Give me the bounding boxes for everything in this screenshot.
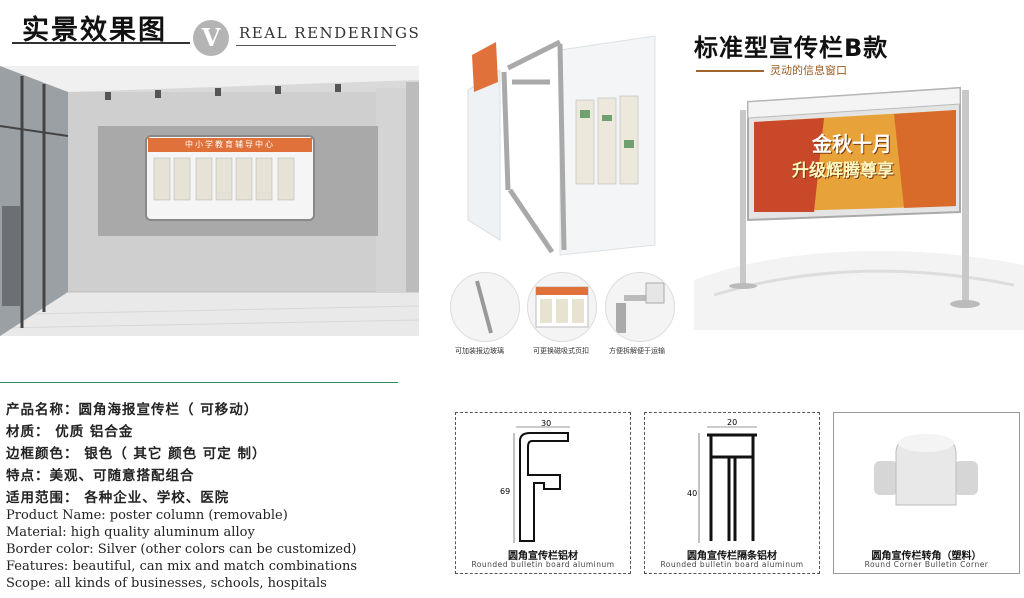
v-badge-icon: V — [193, 20, 229, 56]
disassembly-detail-image — [605, 272, 675, 342]
profile-box-corner: 圆角宣传栏转角（塑料） Round Corner Bulletin Corner — [833, 412, 1020, 574]
profile-frame-caption-cn: 圆角宣传栏铝材 — [508, 551, 578, 562]
exploded-view-image — [440, 20, 680, 265]
product-subtitle: 灵动的信息窗口 — [770, 64, 847, 77]
spec-cn-color: 边框颜色： 银色（ 其它 颜色 可定 制） — [6, 446, 267, 462]
product-rendering-image: 金秋十月 升级辉腾尊享 — [694, 80, 1024, 330]
title-en-underline — [236, 45, 396, 46]
profile-divider-height: 40 — [687, 489, 698, 498]
section-title-en: REAL RENDERINGS — [239, 24, 421, 42]
glass-detail-illustration — [475, 280, 493, 334]
profile-frame-caption-en: Rounded bulletin board aluminum — [471, 560, 615, 569]
profile-divider-width: 20 — [727, 418, 738, 427]
detail-caption-1: 可加装报边玻璃 — [455, 347, 504, 355]
poster-line-1: 金秋十月 — [812, 132, 892, 156]
glass-detail-image — [450, 272, 520, 342]
spec-cn-scope: 适用范围： 各种企业、学校、医院 — [6, 490, 230, 506]
profile-frame-height: 69 — [500, 487, 511, 496]
disassembly-illustration — [616, 282, 665, 333]
corner-piece-drawing — [874, 434, 978, 506]
spec-en-color: Border color: Silver (other colors can b… — [6, 542, 357, 557]
board-header-text: 中小学教育辅导中心 — [185, 140, 275, 149]
spec-cn-material: 材质： 优质 铝合金 — [6, 424, 134, 440]
spec-en-features: Features: beautiful, can mix and match c… — [6, 559, 358, 574]
specs-divider — [0, 382, 398, 383]
profile-frame-width: 30 — [541, 419, 552, 428]
profile-divider-caption-cn: 圆角宣传栏隔条铝材 — [687, 551, 777, 562]
profile-corner-caption-cn: 圆角宣传栏转角（塑料） — [871, 551, 982, 562]
room-illustration — [0, 66, 419, 336]
product-title-underline — [696, 70, 764, 72]
poster-line-2: 升级辉腾尊享 — [792, 161, 894, 181]
bulletin-stand-illustration — [694, 86, 1024, 330]
spec-en-material: Material: high quality aluminum alloy — [6, 525, 255, 540]
profile-divider-caption-en: Rounded bulletin board aluminum — [660, 560, 804, 569]
spec-en-name: Product Name: poster column (removable) — [6, 508, 288, 523]
detail-caption-3: 方便拆解便于运输 — [609, 347, 665, 355]
product-title: 标准型宣传栏B款 — [694, 34, 889, 62]
exploded-frame-illustration — [467, 35, 656, 256]
divider-profile-drawing — [698, 426, 757, 543]
spec-cn-features: 特点：美观、可随意搭配组合 — [6, 468, 195, 484]
profile-box-frame: 30 69 圆角宣传栏铝材 Rounded bulletin board alu… — [455, 412, 631, 574]
detail-caption-2: 可更换磁吸式页扣 — [533, 347, 589, 355]
title-underline — [12, 42, 190, 44]
frame-profile-drawing — [513, 426, 570, 543]
spec-cn-name: 产品名称：圆角海报宣传栏（ 可移动） — [6, 402, 259, 418]
profile-corner-caption-en: Round Corner Bulletin Corner — [864, 560, 989, 569]
page-clip-detail-image — [527, 272, 597, 342]
room-rendering-image: 中小学教育辅导中心 — [0, 66, 419, 336]
profile-box-divider: 20 40 圆角宣传栏隔条铝材 Rounded bulletin board a… — [644, 412, 820, 574]
page-clip-illustration — [535, 286, 589, 328]
section-title-cn: 实景效果图 — [22, 15, 167, 46]
spec-en-scope: Scope: all kinds of businesses, schools,… — [6, 576, 327, 591]
